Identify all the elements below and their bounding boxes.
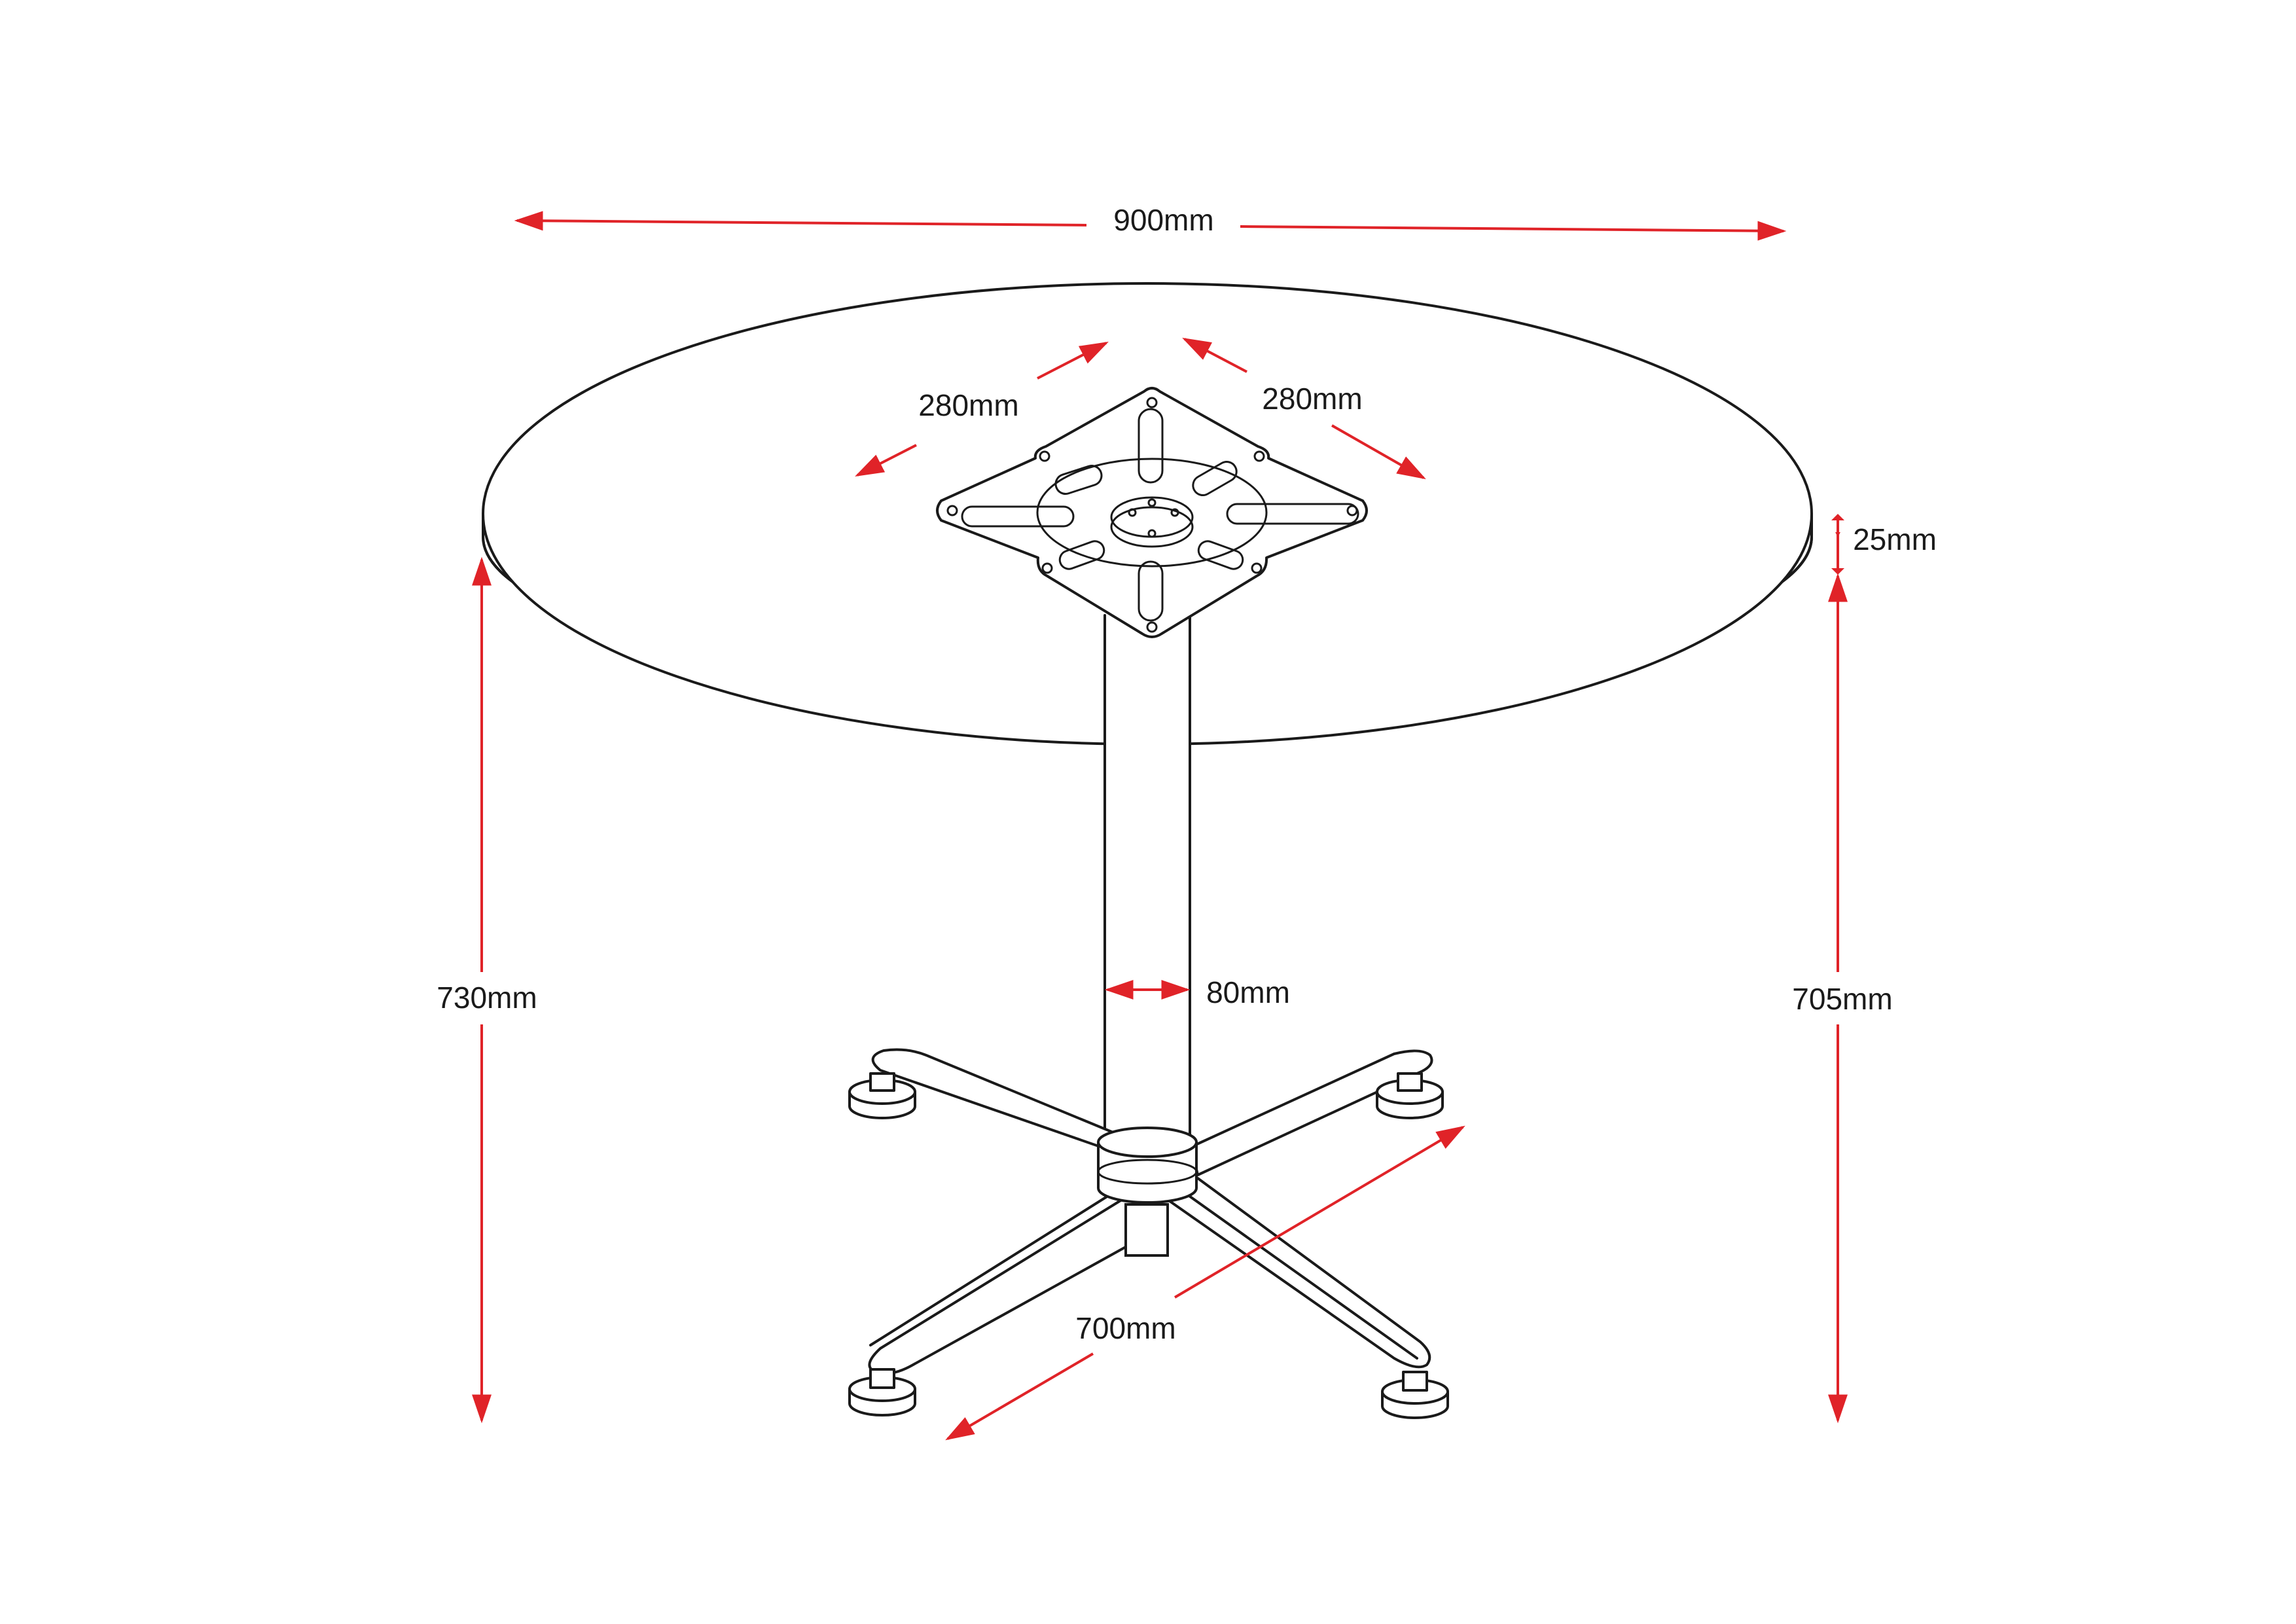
foot-back-left <box>848 1072 916 1119</box>
dimension-top-thickness: 25mm <box>1831 514 1937 575</box>
label-overall-height: 730mm <box>437 981 537 1015</box>
dimension-column-diameter: 80mm <box>1104 975 1290 1009</box>
label-column-height: 705mm <box>1792 982 1892 1016</box>
label-column-diameter: 80mm <box>1206 975 1290 1009</box>
dimension-top-diameter: 900mm <box>514 203 1787 241</box>
mounting-plate <box>936 387 1368 638</box>
label-plate-width-right: 280mm <box>1262 382 1362 416</box>
dimension-column-height: 705mm <box>1792 573 1893 1424</box>
dimension-base-span: 700mm <box>945 1125 1465 1441</box>
label-top-thickness: 25mm <box>1853 522 1937 556</box>
dimension-plate-width-right: 280mm <box>1182 337 1426 480</box>
foot-front-right <box>1381 1371 1449 1419</box>
foot-front-left <box>848 1368 916 1416</box>
table-base <box>848 1048 1449 1419</box>
label-top-diameter: 900mm <box>1113 203 1213 237</box>
dimension-overall-height: 730mm <box>437 556 537 1424</box>
table-column <box>1103 614 1191 1159</box>
dimension-plate-width-left: 280mm <box>855 341 1109 477</box>
label-plate-width-left: 280mm <box>918 388 1018 422</box>
label-base-span: 700mm <box>1075 1311 1175 1345</box>
foot-back-right <box>1376 1072 1444 1119</box>
